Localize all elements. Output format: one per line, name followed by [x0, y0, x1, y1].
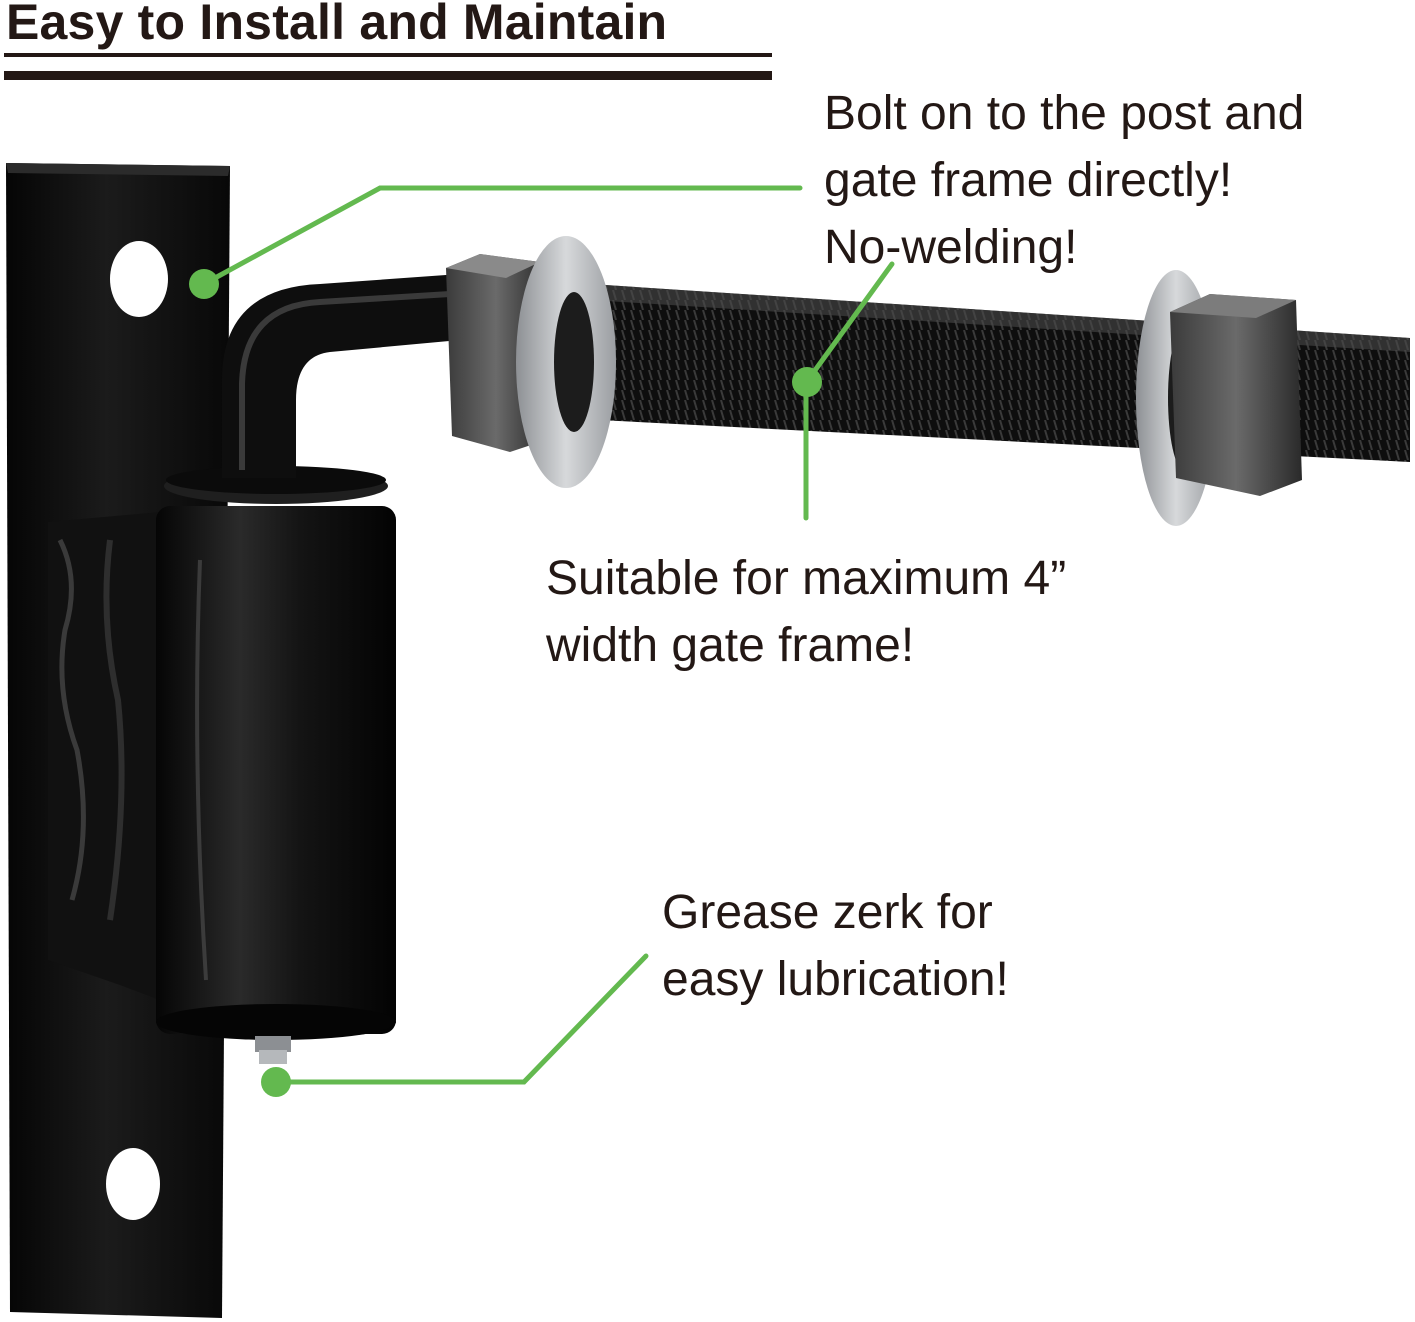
right-nut: [1170, 294, 1302, 496]
callout-line: Grease zerk for: [662, 886, 993, 939]
title-underline: [4, 53, 772, 57]
callout-line: easy lubrication!: [662, 953, 1009, 1006]
callout-gate-width: Suitable for maximum 4” width gate frame…: [546, 545, 1066, 679]
weld-saddle: [48, 512, 160, 1000]
callout-grease-zerk: Grease zerk for easy lubrication!: [662, 879, 1009, 1013]
hinge-pin: [222, 274, 460, 478]
callout-dots: [189, 269, 822, 1097]
callout-leaders: [201, 185, 895, 1085]
top-bolt-hole: [110, 241, 168, 317]
callout-line: Suitable for maximum 4”: [546, 552, 1067, 605]
callout-line: Bolt on to the post and: [824, 87, 1305, 140]
title-rule: [4, 71, 772, 80]
bottom-bolt-hole: [106, 1148, 160, 1220]
dot-thread: [792, 367, 822, 397]
callout-bolt-on: Bolt on to the post and gate frame direc…: [824, 80, 1304, 281]
hinge-barrel: [156, 466, 396, 1040]
leader-grease: [273, 953, 649, 1085]
callout-line: gate frame directly!: [824, 154, 1233, 207]
callout-line: No-welding!: [824, 221, 1078, 274]
left-washer: [516, 236, 616, 488]
dot-plate: [189, 269, 219, 299]
callout-line: width gate frame!: [546, 619, 915, 672]
leader-bolt-on: [201, 185, 803, 287]
dot-zerk: [261, 1067, 291, 1097]
page-title: Easy to Install and Maintain: [6, 0, 668, 50]
grease-zerk: [255, 1036, 291, 1064]
leader-thread: [805, 261, 895, 383]
